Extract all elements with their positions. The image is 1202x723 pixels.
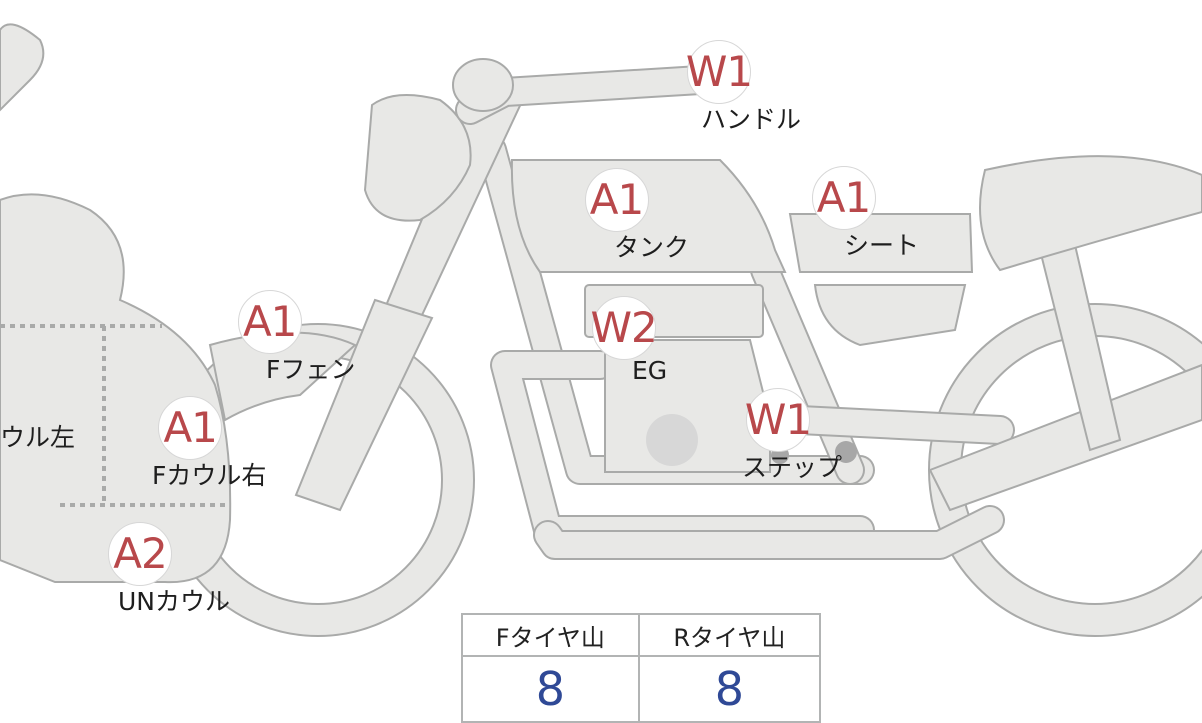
marker-f-fender: A1 Fフェン xyxy=(184,290,355,386)
grade-badge: W1 xyxy=(745,388,812,452)
rear-tire-value: 8 xyxy=(637,655,822,723)
grade-badge: A1 xyxy=(158,396,223,460)
grade-badge: A1 xyxy=(584,168,649,232)
part-label-f-cowl-right: Fカウル右 xyxy=(152,461,267,490)
part-label-handle: ハンドル xyxy=(701,105,802,134)
part-label-tank: タンク xyxy=(614,233,690,262)
part-label-f-cowl-left: ウル左 xyxy=(0,423,76,452)
part-label-engine: EG xyxy=(632,356,668,385)
front-fork xyxy=(294,78,527,512)
marker-step: W1 ステップ xyxy=(714,388,842,484)
part-label-f-fender: Fフェン xyxy=(266,355,356,384)
grade-badge: W2 xyxy=(590,296,658,360)
part-label-under-cowl: UNカウル xyxy=(118,587,230,616)
marker-engine: W2 EG xyxy=(580,296,667,385)
marker-handle: W1 ハンドル xyxy=(637,40,801,136)
tread-header-row: Fタイヤ山 Rタイヤ山 xyxy=(461,613,822,657)
rear-tire-header: Rタイヤ山 xyxy=(637,613,822,657)
tire-tread-table: Fタイヤ山 Rタイヤ山 8 8 xyxy=(461,613,822,723)
fuel-tank xyxy=(510,159,787,273)
marker-tank: A1 タンク xyxy=(544,168,689,264)
marker-under-cowl: A2 UNカウル xyxy=(50,522,230,618)
exhaust xyxy=(490,350,1005,560)
grade-badge: A2 xyxy=(108,522,172,586)
grade-badge: W1 xyxy=(686,40,753,104)
front-tire-value: 8 xyxy=(461,655,640,723)
tread-value-row: 8 8 xyxy=(461,655,822,723)
part-label-step: ステップ xyxy=(742,453,843,482)
grade-badge: A1 xyxy=(237,290,302,354)
headlight xyxy=(363,94,472,222)
front-tire-header: Fタイヤ山 xyxy=(461,613,640,657)
marker-f-cowl-right: A1 Fカウル右 xyxy=(114,396,266,492)
fairing xyxy=(0,23,232,584)
grade-badge: A1 xyxy=(811,166,876,230)
handlebar xyxy=(452,58,715,125)
part-label-seat: シート xyxy=(844,231,920,260)
marker-seat: A1 シート xyxy=(768,166,919,262)
